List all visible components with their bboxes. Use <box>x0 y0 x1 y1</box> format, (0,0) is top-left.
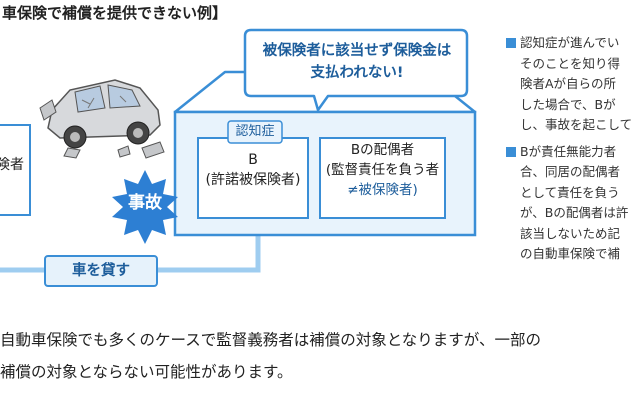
b-role: (許諾被保険者) <box>205 172 301 188</box>
side-note-line: 認知症が進んでい <box>520 35 620 50</box>
spouse-person: Bの配偶者 (監督責任を負う者 ≠被保険者) <box>320 140 445 200</box>
side-note-line: が、Bの配偶者は許 <box>520 205 629 220</box>
accident-burst <box>112 170 178 244</box>
side-note-line: 合、同居の配偶者 <box>520 164 621 179</box>
side-note-para-2: Bが責任無能力者 合、同居の配偶者 として責任を負う が、Bの配偶者は許 該当し… <box>506 142 640 265</box>
side-note-line: Bが責任無能力者 <box>520 143 617 159</box>
caption-line-2: 補償の対象とならない可能性があります。 <box>0 363 293 381</box>
bullet-square-icon <box>506 38 516 48</box>
wrecked-car-illustration <box>39 79 165 159</box>
accident-label: 事故 <box>128 193 162 213</box>
speech-text: 被保険者に該当せず保険金は 支払われない! <box>247 40 467 84</box>
spouse-box <box>319 137 446 219</box>
side-note-line: そのことを知り得 <box>520 55 621 71</box>
b-box <box>197 137 309 219</box>
side-note-line: 険者Aが自らの所 <box>520 76 617 91</box>
spouse-name: Bの配偶者 <box>350 142 415 158</box>
side-note-line: 該当しないため記 <box>520 225 621 241</box>
speech-bubble <box>243 28 469 112</box>
side-note-line: した場合で、Bが <box>520 96 616 112</box>
b-name: B <box>248 152 258 168</box>
left-edge-label: 険者 <box>0 157 24 173</box>
figure-heading: 車保険で補償を提供できない例】 <box>2 4 228 22</box>
body-caption: 自動車保険でも多くのケースで監督義務者は補償の対象となりますが、一部の 補償の対… <box>0 324 640 388</box>
speech-line-1: 被保険者に該当せず保険金は <box>262 43 452 59</box>
spouse-role: (監督責任を負う者 <box>325 162 440 178</box>
lend-label: 車を貸す <box>72 263 130 279</box>
side-note-line: の自動車保険で補 <box>520 246 621 261</box>
spouse-note: ≠被保険者) <box>347 182 418 198</box>
caption-line-1: 自動車保険でも多くのケースで監督義務者は補償の対象となりますが、一部の <box>0 331 541 349</box>
bullet-square-icon <box>506 146 516 157</box>
lend-box <box>44 255 158 287</box>
side-note-para-1: 認知症が進んでい そのことを知り得 険者Aが自らの所 した場合で、Bが し、事故… <box>506 33 640 136</box>
side-note-line: し、事故を起こして <box>520 117 633 132</box>
b-person: B (許諾被保険者) <box>198 150 308 190</box>
left-person-box <box>0 124 31 216</box>
dementia-badge: 認知症 <box>235 124 275 139</box>
speech-line-2: 支払われない! <box>310 65 404 81</box>
dementia-badge-bg <box>227 120 283 144</box>
side-note-line: として責任を負う <box>520 184 620 200</box>
side-note: 認知症が進んでい そのことを知り得 険者Aが自らの所 した場合で、Bが し、事故… <box>506 33 640 267</box>
